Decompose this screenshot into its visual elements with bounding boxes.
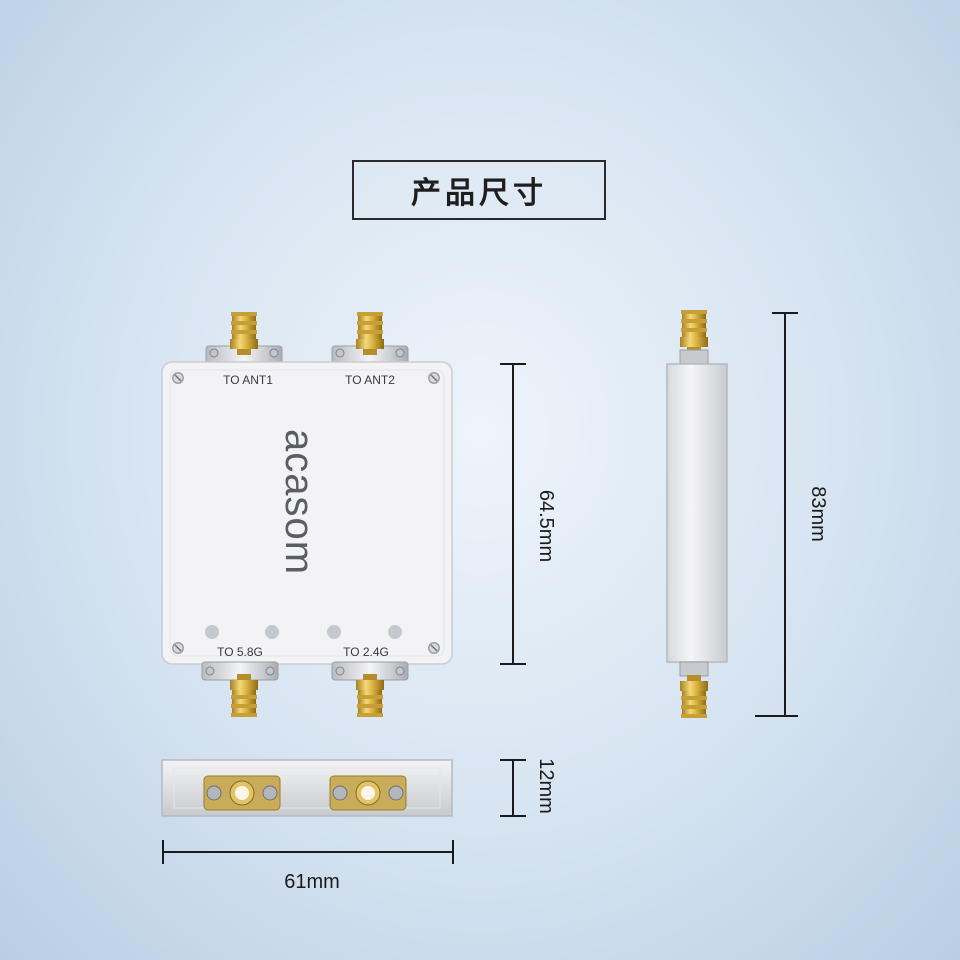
dimension-front-height xyxy=(500,363,526,665)
connector-face-left xyxy=(203,775,281,811)
indicator-dot xyxy=(205,625,219,639)
dimension-thickness xyxy=(500,759,526,817)
dimension-label-front-height: 64.5mm xyxy=(535,490,557,562)
connector-ant2 xyxy=(331,312,409,365)
connector-ant1 xyxy=(205,312,283,365)
screw-icon xyxy=(171,641,185,655)
page-title: 产品尺寸 xyxy=(352,160,606,220)
indicator-dot xyxy=(327,625,341,639)
side-view xyxy=(666,310,728,718)
port-label-2-4g: TO 2.4G xyxy=(343,645,389,659)
side-housing xyxy=(666,363,728,663)
connector-5-8g xyxy=(201,661,279,717)
connector-2-4g xyxy=(331,661,409,717)
screw-icon xyxy=(171,371,185,385)
connector-face-right xyxy=(329,775,407,811)
screw-icon xyxy=(427,641,441,655)
dimension-label-thickness: 12mm xyxy=(535,758,557,814)
end-view xyxy=(161,759,453,817)
port-label-ant2: TO ANT2 xyxy=(345,373,395,387)
indicator-dot xyxy=(265,625,279,639)
port-label-ant1: TO ANT1 xyxy=(223,373,273,387)
dimension-label-side-height: 83mm xyxy=(807,486,829,542)
brand-logo: acasom xyxy=(277,429,321,575)
screw-icon xyxy=(427,371,441,385)
front-housing xyxy=(161,361,453,665)
port-label-5-8g: TO 5.8G xyxy=(217,645,263,659)
dimension-width xyxy=(162,840,454,864)
dimension-label-width: 61mm xyxy=(284,871,340,893)
indicator-dot xyxy=(388,625,402,639)
front-view: TO ANT1 TO ANT2 TO 5.8G TO 2.4G acasom xyxy=(161,312,453,717)
dimension-side-height xyxy=(755,312,798,717)
